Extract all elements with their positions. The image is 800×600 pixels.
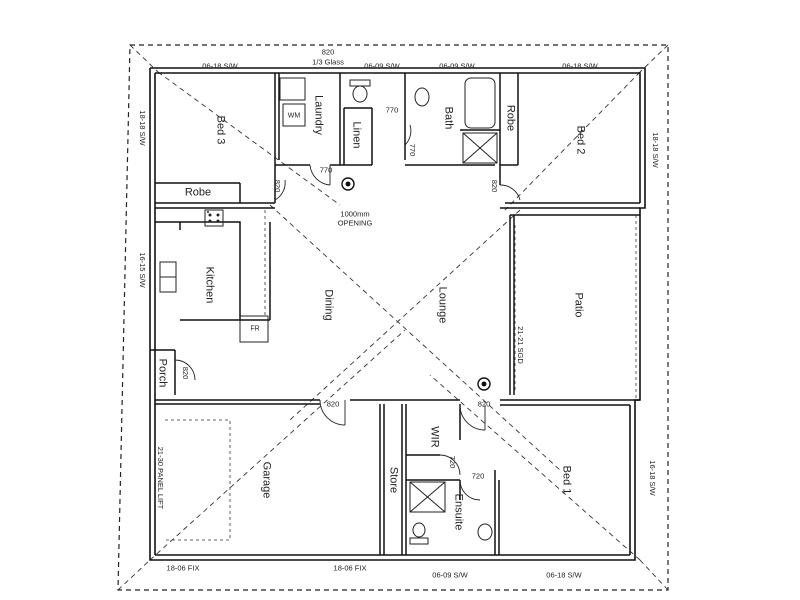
smoke-detectors (341, 177, 491, 391)
dim-wir-720: 720 (447, 455, 457, 469)
dim-bottom-0618: 06-18 S/W (546, 570, 582, 580)
dim-bottom-1806-mid: 18-06 FIX (333, 563, 367, 573)
appliance-label-wm: WM (287, 112, 301, 120)
dim-820-bed2: 820 (489, 179, 499, 193)
room-label-bed1: Bed 1 (560, 465, 573, 495)
room-label-store: Store (387, 466, 400, 494)
room-label-dining: Dining (322, 289, 335, 321)
basin-ensuite (477, 523, 493, 541)
dim-770-a: 770 (385, 105, 399, 115)
sliding-door-lines (165, 210, 637, 541)
washing-machine-box (282, 103, 306, 127)
dim-top-0609-a: 06-09 S/W (364, 61, 400, 71)
dim-ensuite-720: 720 (471, 471, 485, 481)
roof-hip-lines (117, 44, 669, 591)
wet-area-fixtures (159, 77, 498, 545)
door-swings (174, 124, 521, 501)
room-label-porch: Porch (156, 358, 169, 388)
dim-left-1618: 18-18 S/W (137, 110, 147, 146)
dim-lounge-820: 820 (477, 399, 491, 409)
laundry-tub (279, 77, 306, 101)
room-label-robe-top: Robe (504, 104, 517, 132)
room-label-bed2: Bed 2 (574, 125, 587, 155)
dim-bottom-1806-left: 18-06 FIX (166, 563, 200, 573)
room-label-bed3: Bed 3 (214, 115, 227, 145)
toilet-cistern-ens (409, 537, 429, 545)
shower-bath (462, 132, 498, 164)
room-label-ensuite: Ensuite (452, 493, 465, 531)
basin-bath (414, 87, 430, 107)
dim-top-0618-left: 06-18 S/W (202, 61, 238, 71)
interior-walls (150, 73, 640, 555)
toilet-cistern-top (349, 79, 371, 87)
dim-770-b: 770 (319, 165, 333, 175)
dim-bottom-0609: 06-09 S/W (432, 570, 468, 580)
ensuite-shower (409, 481, 446, 513)
fridge-space (239, 315, 269, 343)
room-label-linen: Linen (350, 121, 363, 149)
room-label-laundry: Laundry (312, 95, 325, 135)
cooktop-burners (207, 211, 220, 223)
appliance-label-fr: FR (250, 325, 260, 333)
toilet-bowl-ens (412, 522, 426, 538)
bathtub (464, 77, 496, 129)
cooktop (204, 209, 224, 227)
dim-820-bed3: 820 (272, 179, 282, 193)
toilet-bowl-top (352, 85, 368, 103)
room-label-wir: WIR (428, 426, 441, 448)
dim-garage-820: 820 (326, 399, 340, 409)
dim-top-820: 820 (321, 47, 335, 57)
dim-left-1615: 16-15 S/W (137, 252, 147, 288)
dim-right-1818: 18-18 S/W (650, 132, 660, 168)
room-label-kitchen: Kitchen (203, 266, 216, 304)
dim-opening-word: OPENING (337, 218, 373, 228)
room-label-garage: Garage (260, 461, 273, 499)
room-label-lounge: Lounge (436, 286, 449, 324)
dim-sgd: 21-21 SGD (515, 326, 525, 364)
dim-top-glass: 1/3 Glass (312, 57, 344, 67)
dim-770-c: 770 (407, 143, 417, 157)
room-label-bath: Bath (442, 106, 455, 130)
dim-opening-1000: 1000mm (340, 209, 370, 219)
dim-top-0618-right: 06-18 S/W (562, 61, 598, 71)
dim-panel-lift: 21-30 PANEL LIFT (155, 446, 165, 510)
dim-right-1618: 16-18 S/W (647, 460, 657, 496)
dim-porch-820: 820 (180, 366, 190, 380)
room-label-robe-left: Robe (184, 186, 212, 199)
room-label-patio: Patio (572, 292, 585, 318)
dim-top-0609-b: 06-09 S/W (439, 61, 475, 71)
